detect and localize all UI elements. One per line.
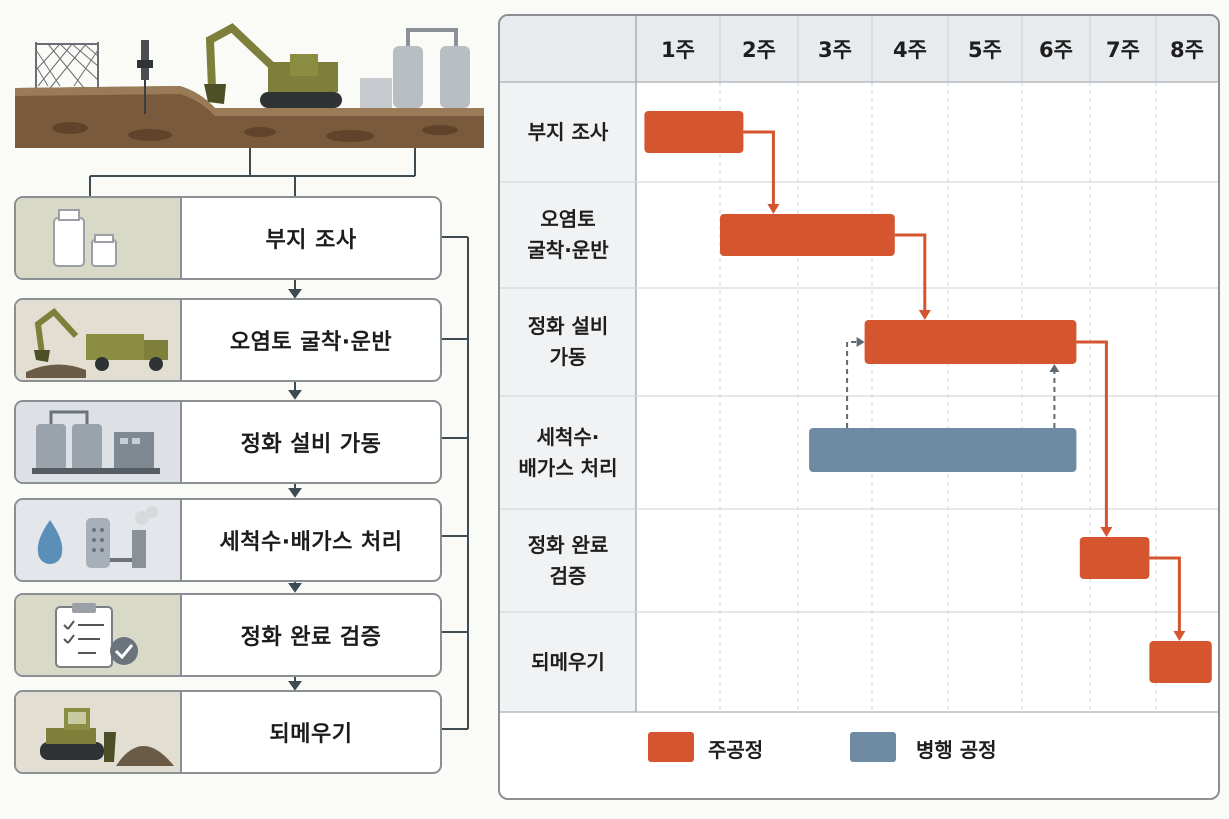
gantt-bar xyxy=(644,111,744,153)
checklist-clipboard-icon xyxy=(16,595,182,675)
step-box-backfill: 되메우기 xyxy=(14,690,442,774)
step-box-wash-gas: 세척수·배가스 처리 xyxy=(14,498,442,582)
week-label: 3주 xyxy=(818,38,852,62)
step-box-verification: 정화 완료 검증 xyxy=(14,593,442,677)
bulldozer-icon xyxy=(16,692,182,772)
scene-connector xyxy=(89,148,469,730)
step-label: 세척수·배가스 처리 xyxy=(219,530,403,555)
bottles-icon xyxy=(16,198,182,278)
task-label: 정화 설비 가동 xyxy=(527,314,609,369)
task-label: 세척수· 배가스 처리 xyxy=(518,424,618,480)
step-label: 되메우기 xyxy=(269,722,353,747)
arrow-head xyxy=(1173,631,1186,641)
dependency-arrow xyxy=(743,130,775,204)
legend-label: 주공정 xyxy=(708,738,764,762)
arrow-head xyxy=(767,204,780,214)
step-box-treatment: 정화 설비 가동 xyxy=(14,400,442,484)
step-box-site-survey: 부지 조사 xyxy=(14,196,442,280)
gantt-bars xyxy=(644,111,1212,683)
dependency-arrow xyxy=(1149,556,1181,631)
gantt-grid xyxy=(500,16,1218,713)
week-label: 7주 xyxy=(1106,38,1140,62)
dependency-arrow xyxy=(1076,340,1108,527)
site-scene-illustration xyxy=(15,23,484,148)
gantt-bar xyxy=(864,320,1077,364)
task-column-background xyxy=(500,82,636,712)
water-filter-stack-icon xyxy=(16,500,182,580)
step-label: 오염토 굴착·운반 xyxy=(229,330,393,355)
arrow-head xyxy=(1049,364,1060,372)
week-label: 6주 xyxy=(1039,38,1073,62)
parallel-dashed-arrow xyxy=(846,341,857,428)
step-label: 부지 조사 xyxy=(265,228,357,253)
gantt-bar xyxy=(1079,537,1150,579)
week-label: 4주 xyxy=(893,38,927,62)
gantt-chart xyxy=(500,16,1218,762)
gantt-bar xyxy=(809,428,1077,472)
gantt-bar xyxy=(1149,641,1212,683)
arrow-head xyxy=(1100,527,1113,537)
week-label: 8주 xyxy=(1170,38,1204,62)
gantt-dependency-arrows xyxy=(743,130,1186,641)
step-label: 정화 완료 검증 xyxy=(240,625,382,650)
legend-swatch xyxy=(648,732,694,762)
step-box-excavation: 오염토 굴착·운반 xyxy=(14,298,442,382)
task-label: 정화 완료 검증 xyxy=(527,532,609,588)
dependency-arrow xyxy=(894,233,927,310)
week-header-background xyxy=(500,16,1218,82)
excavator-truck-icon xyxy=(16,300,182,380)
step-label: 정화 설비 가동 xyxy=(240,432,382,457)
treatment-tanks-icon xyxy=(16,402,182,482)
week-label: 2주 xyxy=(742,38,776,62)
arrow-head xyxy=(918,310,931,320)
task-label: 오염토 굴착·운반 xyxy=(527,207,609,262)
week-label: 1주 xyxy=(661,38,695,62)
legend-swatch xyxy=(850,732,896,762)
arrow-head xyxy=(856,337,865,347)
legend-label: 병행 공정 xyxy=(916,738,997,762)
week-label: 5주 xyxy=(968,38,1002,62)
gantt-legend xyxy=(648,732,896,762)
gantt-bar xyxy=(720,214,895,256)
task-label: 되메우기 xyxy=(531,649,605,674)
task-label: 부지 조사 xyxy=(527,119,609,144)
